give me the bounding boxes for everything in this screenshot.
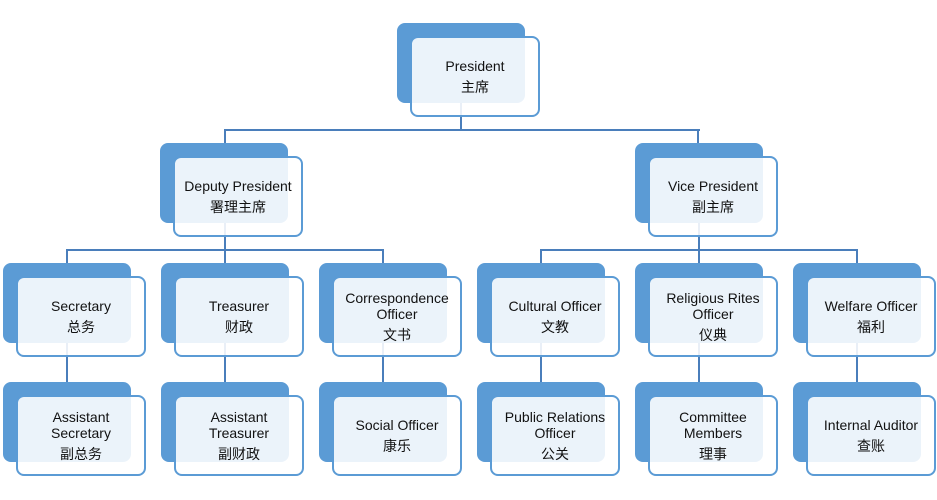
node-title-chinese: 文教 [541, 319, 569, 336]
connector-line [224, 249, 226, 263]
connector-line [66, 249, 68, 263]
connector-line [224, 343, 226, 382]
node-title: Deputy President [184, 177, 292, 194]
node-deputy-president: Deputy President 署理主席 [173, 156, 303, 237]
node-title-chinese: 福利 [857, 319, 885, 336]
connector-line [856, 249, 858, 263]
node-title: Committee Members [679, 408, 747, 441]
node-secretary: Secretary 总务 [16, 276, 146, 357]
connector-line [224, 129, 700, 131]
node-title: Cultural Officer [508, 297, 602, 314]
node-title: President [445, 57, 505, 74]
node-committee-members: Committee Members 理事 [648, 395, 778, 476]
node-assistant-treasurer: Assistant Treasurer 副财政 [174, 395, 304, 476]
node-title: Social Officer [355, 416, 439, 433]
node-title-chinese: 主席 [461, 79, 489, 96]
connector-line [540, 249, 542, 263]
node-title: Internal Auditor [823, 416, 919, 433]
node-title: Treasurer [208, 297, 270, 314]
node-internal-auditor: Internal Auditor 查账 [806, 395, 936, 476]
node-title: Correspondence Officer [345, 289, 449, 322]
node-title-chinese: 文书 [383, 327, 411, 344]
node-vice-president: Vice President 副主席 [648, 156, 778, 237]
node-correspondence-officer: Correspondence Officer 文书 [332, 276, 462, 357]
node-title-chinese: 仪典 [699, 327, 727, 344]
connector-line [856, 343, 858, 382]
node-public-relations-officer: Public Relations Officer 公关 [490, 395, 620, 476]
connector-line [540, 343, 542, 382]
connector-line [66, 343, 68, 382]
node-title-chinese: 署理主席 [210, 199, 266, 216]
node-title-chinese: 副财政 [218, 446, 260, 463]
node-title: Vice President [667, 177, 758, 194]
node-title: Assistant Secretary [51, 408, 111, 441]
node-title-chinese: 查账 [857, 438, 885, 455]
node-title: Welfare Officer [824, 297, 918, 314]
node-religious-rites-officer: Religious Rites Officer 仪典 [648, 276, 778, 357]
node-title-chinese: 理事 [699, 446, 727, 463]
node-title-chinese: 副主席 [692, 199, 734, 216]
connector-line [382, 343, 384, 382]
node-welfare-officer: Welfare Officer 福利 [806, 276, 936, 357]
node-title-chinese: 公关 [541, 446, 569, 463]
node-president: President 主席 [410, 36, 540, 117]
node-cultural-officer: Cultural Officer 文教 [490, 276, 620, 357]
connector-line [224, 129, 226, 143]
connector-line [698, 249, 700, 263]
node-assistant-secretary: Assistant Secretary 副总务 [16, 395, 146, 476]
node-title-chinese: 康乐 [383, 438, 411, 455]
node-social-officer: Social Officer 康乐 [332, 395, 462, 476]
connector-line [698, 343, 700, 382]
connector-line [382, 249, 384, 263]
node-treasurer: Treasurer 财政 [174, 276, 304, 357]
connector-line [697, 129, 699, 143]
node-title-chinese: 财政 [225, 319, 253, 336]
node-title-chinese: 总务 [67, 319, 95, 336]
node-title: Assistant Treasurer [208, 408, 270, 441]
node-title: Religious Rites Officer [666, 289, 760, 322]
node-title: Public Relations Officer [504, 408, 606, 441]
node-title: Secretary [51, 297, 111, 314]
node-title-chinese: 副总务 [60, 446, 102, 463]
